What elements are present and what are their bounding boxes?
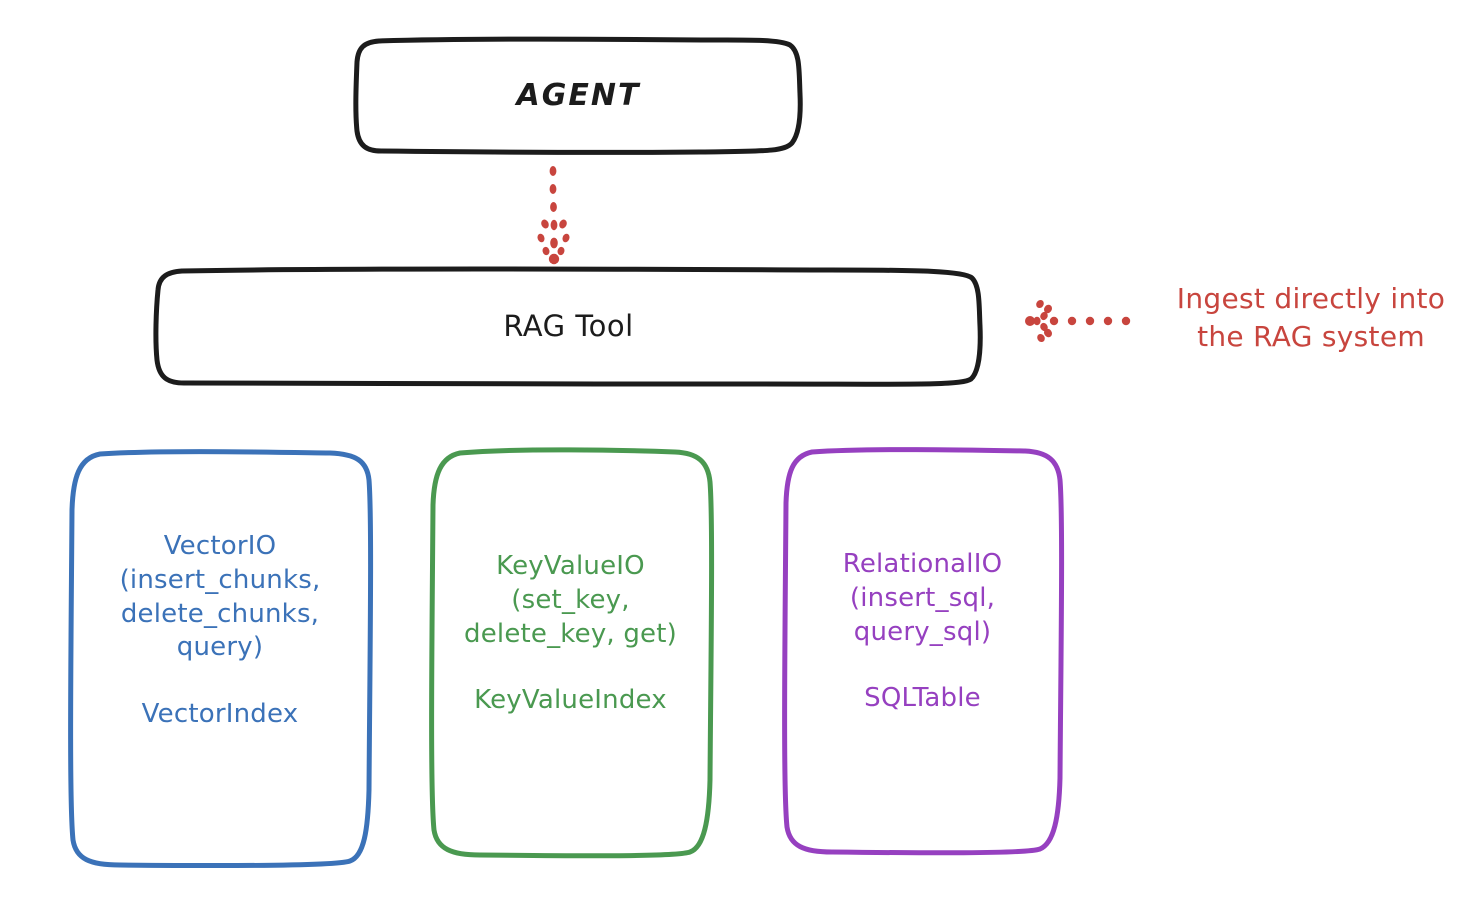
vector-io-api-label: VectorIO (insert_chunks, delete_chunks, … [119, 531, 321, 663]
key-value-index-label: KeyValueIndex [474, 685, 667, 716]
rag-tool-box-outline[interactable] [153, 266, 983, 387]
rag-tool-label: RAG Tool [503, 309, 634, 344]
relational-io-api-label: RelationalIO (insert_sql, query_sql) [842, 549, 1003, 647]
vector-index-label: VectorIndex [141, 699, 299, 730]
agent-to-rag-arrow [537, 166, 570, 265]
ingest-arrow [1025, 299, 1131, 343]
relational-io-box-outline[interactable] [782, 447, 1065, 856]
sql-table-label: SQLTable [864, 683, 981, 714]
node-agent[interactable]: AGENT [357, 40, 800, 153]
key-value-io-box-outline[interactable] [429, 447, 715, 859]
node-relational-io[interactable]: RelationalIO (insert_sql, query_sql) SQL… [785, 450, 1060, 852]
vector-io-box-outline[interactable] [68, 449, 374, 869]
agent-box-outline[interactable] [353, 36, 803, 155]
key-value-io-api-label: KeyValueIO (set_key, delete_key, get) [464, 551, 677, 649]
node-vector-io[interactable]: VectorIO (insert_chunks, delete_chunks, … [70, 452, 370, 866]
node-key-value-io[interactable]: KeyValueIO (set_key, delete_key, get) Ke… [430, 450, 711, 855]
ingest-annotation-text: Ingest directly into the RAG system [1176, 282, 1446, 354]
agent-label: AGENT [516, 78, 641, 114]
node-rag-tool[interactable]: RAG Tool [157, 270, 980, 384]
